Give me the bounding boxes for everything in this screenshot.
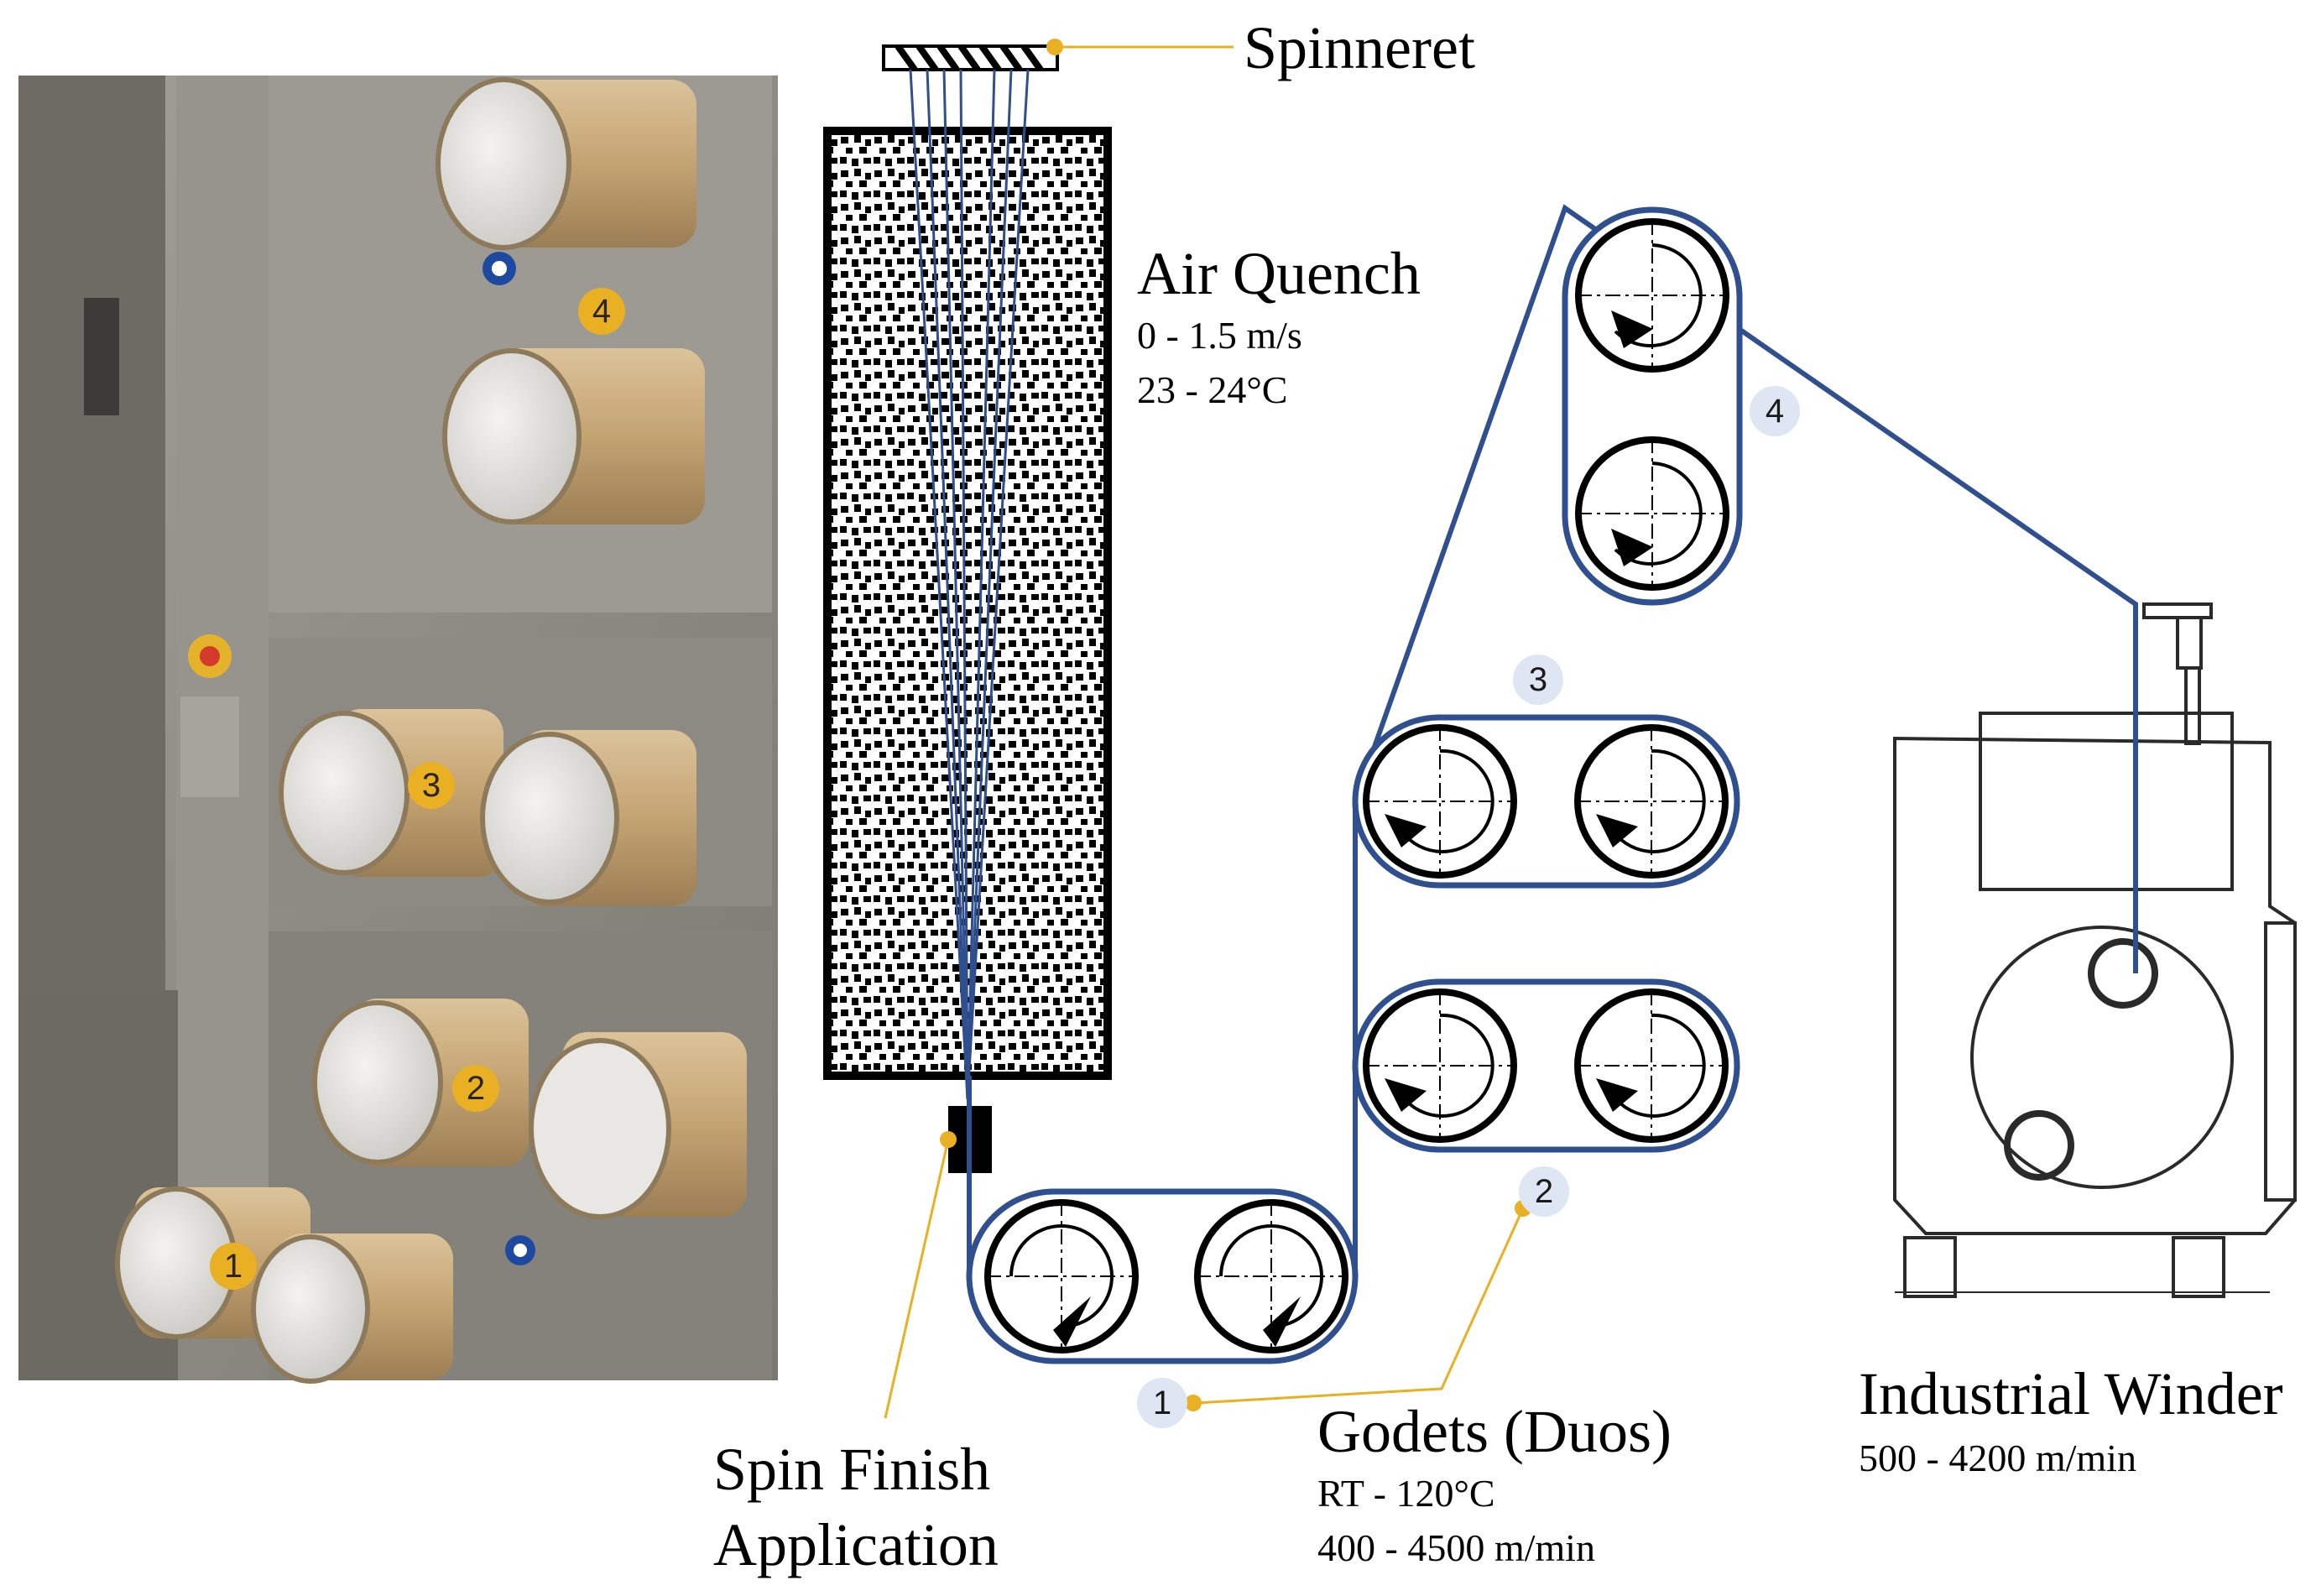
photo-roll	[480, 730, 696, 906]
godet-duo-4	[1562, 206, 1743, 606]
photo-roll	[442, 348, 705, 524]
air-quench-title: Air Quench	[1137, 240, 1421, 307]
photo-roll	[529, 1032, 747, 1219]
godet-roll	[1575, 218, 1729, 373]
godet-duo-1	[966, 1188, 1359, 1364]
godet-duo-3	[1352, 714, 1740, 889]
godet-roll	[1574, 724, 1729, 879]
photo-marker-1: 1	[210, 1243, 257, 1290]
godets-speed: 400 - 4500 m/min	[1317, 1526, 1595, 1569]
air-quench-temp: 23 - 24°C	[1137, 368, 1288, 411]
godet-roll	[1363, 988, 1517, 1143]
photo-marker-2: 2	[452, 1065, 499, 1112]
godet-duo-2	[1352, 978, 1740, 1153]
godet-roll	[1363, 724, 1517, 879]
industrial-winder-drawing	[1893, 602, 2297, 1298]
spin-finish-label-line2: Application	[713, 1511, 999, 1578]
leader-dots	[940, 39, 1531, 1411]
photo-marker-3: 3	[408, 762, 455, 809]
photo-roll	[436, 77, 696, 250]
air-quench-speed: 0 - 1.5 m/s	[1137, 314, 1302, 357]
godet-marker-4: 4	[1750, 386, 1800, 436]
filament-bundle	[909, 69, 1030, 1100]
machine-photo	[18, 76, 778, 1384]
photo-marker-4: 4	[578, 288, 625, 335]
godet-marker-3: 3	[1513, 655, 1563, 705]
godet-roll	[1194, 1199, 1348, 1353]
godet-marker-1: 1	[1137, 1378, 1187, 1428]
godets-title: Godets (Duos)	[1317, 1398, 1672, 1465]
godet-marker-2: 2	[1519, 1166, 1569, 1217]
godet-roll	[1574, 988, 1729, 1143]
spin-finish-label-line1: Spin Finish	[713, 1436, 991, 1503]
godets-temp: RT - 120°C	[1317, 1472, 1495, 1515]
spinneret-label: Spinneret	[1244, 14, 1475, 81]
godet-roll	[984, 1199, 1139, 1353]
leader-lines	[884, 45, 1525, 1419]
photo-roll	[251, 1234, 453, 1384]
winder-speed: 500 - 4200 m/min	[1859, 1437, 2136, 1479]
photo-roll	[312, 999, 529, 1166]
spinneret-block	[882, 44, 1059, 72]
godet-roll	[1575, 436, 1729, 591]
winder-title: Industrial Winder	[1859, 1360, 2283, 1427]
